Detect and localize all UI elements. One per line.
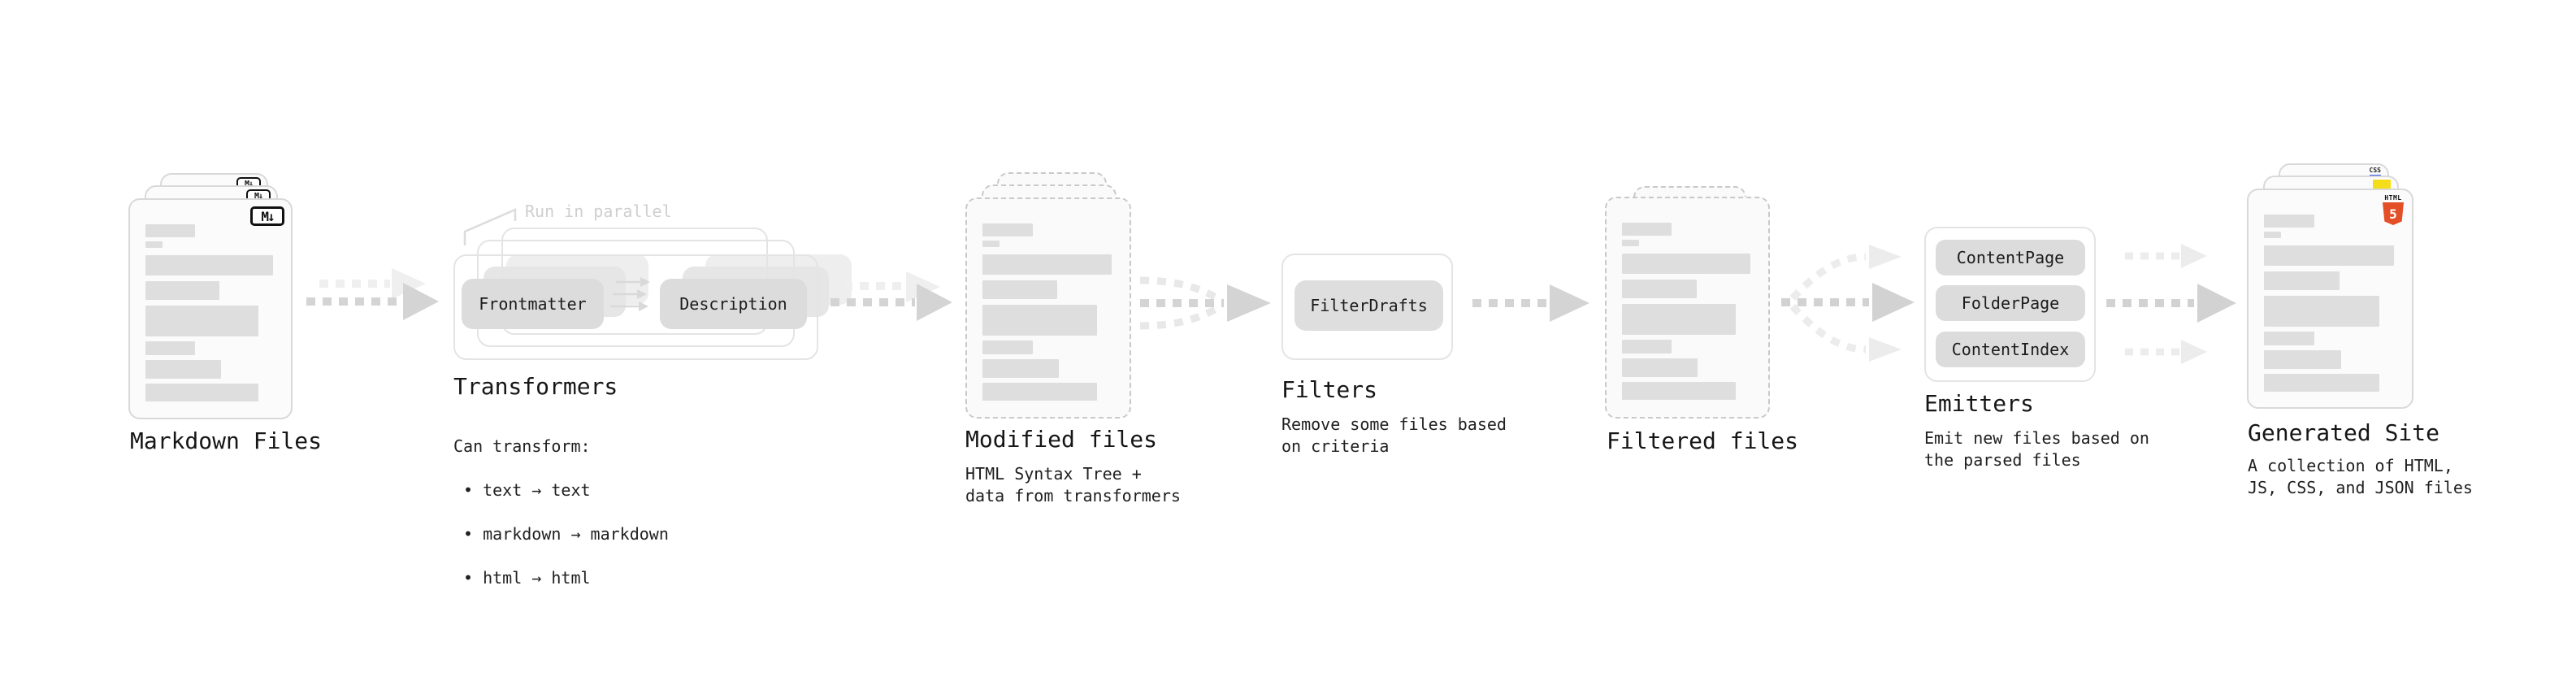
- arrow-transformers-to-modified: [830, 271, 952, 321]
- generated-site-title: Generated Site: [2248, 419, 2440, 446]
- frontmatter-box: Frontmatter: [462, 279, 604, 329]
- bullet-item: • text → text: [463, 480, 591, 500]
- filter-drafts-pill: FilterDrafts: [1295, 280, 1443, 331]
- transformers-description: Can transform: • text → text • markdown …: [453, 414, 669, 611]
- description-box: Description: [660, 279, 807, 329]
- js-icon: [2373, 180, 2391, 189]
- markdown-files-title: Markdown Files: [130, 427, 323, 454]
- arrow-emitters-to-generated: [2106, 244, 2236, 364]
- filtered-file-card: [1605, 197, 1770, 419]
- markdown-icon: M↓: [250, 206, 284, 226]
- content-page-label: ContentPage: [1956, 248, 2065, 267]
- arrow-modified-to-filters: [1139, 276, 1271, 330]
- emitters-title: Emitters: [1924, 390, 2034, 417]
- markdown-file-card: M↓: [128, 198, 293, 419]
- transformer-frame-front: [453, 254, 818, 360]
- filter-drafts-label: FilterDrafts: [1310, 296, 1428, 315]
- arrow-filtered-to-emitters: [1781, 245, 1915, 362]
- transformers-title: Transformers: [453, 373, 618, 400]
- run-in-parallel-annotation: Run in parallel: [525, 202, 672, 221]
- filters-frame: FilterDrafts: [1281, 254, 1453, 360]
- filtered-files-title: Filtered files: [1607, 427, 1799, 454]
- transformer-parallel-arrows: [610, 277, 650, 311]
- folder-page-pill: FolderPage: [1936, 285, 2085, 321]
- emitters-subtitle: Emit new files based on the parsed files: [1924, 428, 2149, 470]
- annotation-leader-line: [463, 208, 517, 245]
- content-index-label: ContentIndex: [1951, 340, 2070, 359]
- emitters-frame: ContentPage FolderPage ContentIndex: [1924, 227, 2096, 382]
- generated-file-card: HTML 5: [2247, 189, 2413, 409]
- arrow-filters-to-filtered: [1472, 284, 1589, 322]
- filters-subtitle: Remove some files based on criteria: [1281, 414, 1507, 456]
- html5-icon: HTML 5: [2382, 194, 2405, 225]
- folder-page-label: FolderPage: [1961, 293, 2060, 313]
- description-label: Description: [679, 294, 787, 314]
- content-index-pill: ContentIndex: [1936, 332, 2085, 367]
- document-placeholder-lines: [2264, 215, 2396, 392]
- bullet-item: • html → html: [463, 568, 591, 588]
- content-page-pill: ContentPage: [1936, 240, 2085, 275]
- modified-files-subtitle: HTML Syntax Tree + data from transformer…: [965, 464, 1181, 505]
- document-placeholder-lines: [982, 223, 1114, 401]
- can-transform-heading: Can transform:: [453, 436, 591, 456]
- frontmatter-label: Frontmatter: [479, 294, 587, 314]
- filters-title: Filters: [1281, 376, 1378, 403]
- document-placeholder-lines: [145, 224, 275, 401]
- document-placeholder-lines: [1622, 223, 1753, 400]
- generated-site-subtitle: A collection of HTML, JS, CSS, and JSON …: [2248, 456, 2473, 497]
- modified-files-title: Modified files: [965, 426, 1158, 453]
- bullet-item: • markdown → markdown: [463, 524, 669, 544]
- arrow-markdown-to-transformers: [306, 268, 439, 320]
- modified-file-card: [965, 197, 1131, 419]
